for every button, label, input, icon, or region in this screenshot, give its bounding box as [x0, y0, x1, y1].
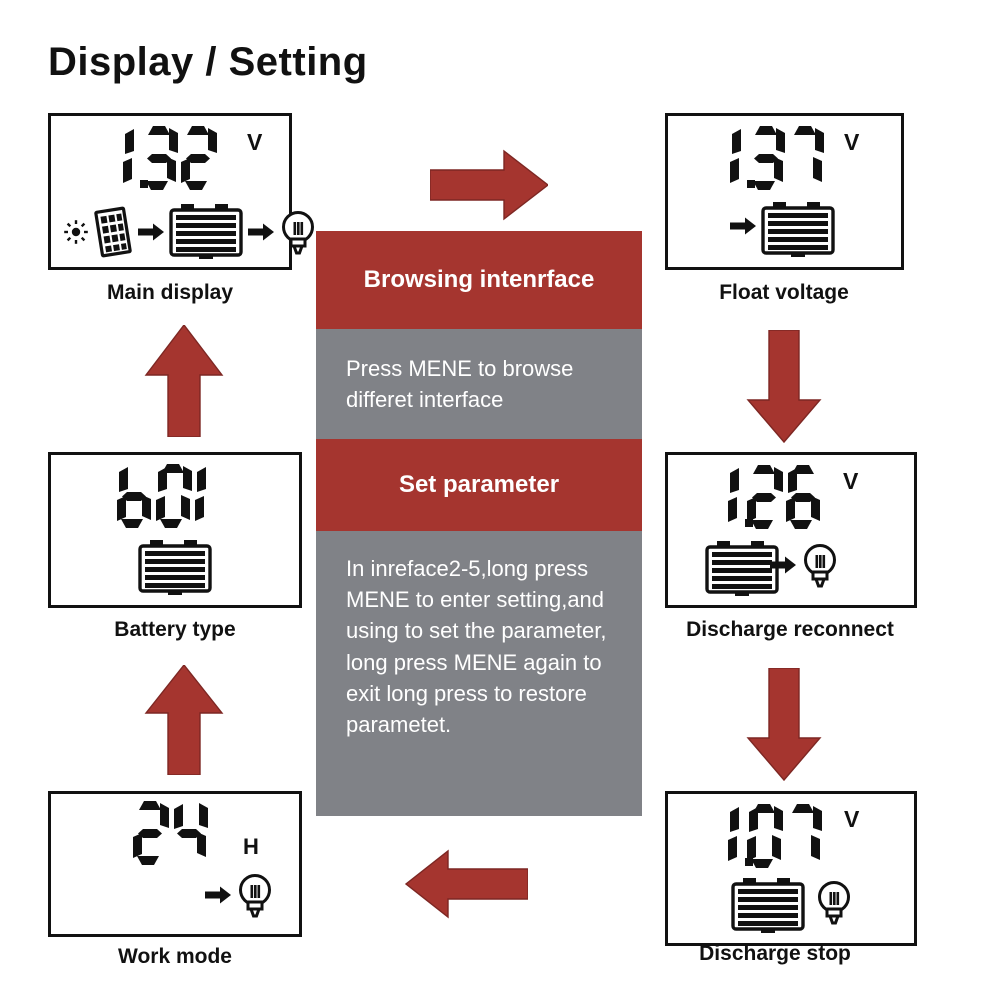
caption-work-mode: Work mode — [118, 945, 232, 968]
caption-battery-type: Battery type — [114, 618, 236, 641]
unit-label: H — [243, 834, 259, 859]
seg-digit-7 — [786, 804, 820, 868]
unit-label: V — [844, 806, 860, 832]
icon-flow-row — [730, 878, 854, 933]
arrow-workmode-to-battery — [142, 663, 226, 776]
bulb-icon — [800, 542, 840, 588]
seg-digit-0 — [156, 464, 190, 528]
battery-icon — [168, 204, 244, 260]
battery-icon — [760, 202, 835, 257]
icon-flow-row — [137, 540, 212, 595]
arrow-float-to-reconnect — [744, 329, 824, 444]
battery-icon — [704, 541, 779, 596]
arrow-stop-to-workmode — [404, 849, 529, 919]
seg-digit-3 — [747, 126, 783, 190]
seg-digit-0 — [745, 804, 781, 868]
set-parameter-body: In inreface2-5,long press MENE to enter … — [316, 531, 642, 816]
caption-discharge-stop: Discharge stop — [699, 942, 851, 965]
icon-flow-row — [726, 202, 835, 257]
page-title: Display / Setting — [48, 40, 368, 84]
caption-discharge-reconnect: Discharge reconnect — [686, 618, 894, 641]
lcd-panel-float-voltage[interactable]: V — [665, 113, 904, 270]
browsing-interface-body: Press MENE to browse differet interface — [316, 329, 642, 439]
seg-digit-4 — [172, 801, 206, 865]
lcd-panel-work-mode[interactable]: H — [48, 791, 302, 937]
lcd-value-work-mode — [133, 801, 211, 865]
arrow-battery-to-main — [142, 323, 226, 438]
icon-flow-row — [201, 872, 275, 918]
sun-icon — [63, 219, 89, 245]
seg-digit-2 — [133, 801, 167, 865]
caption-float-voltage: Float voltage — [719, 281, 849, 304]
seg-digit-7 — [788, 126, 822, 190]
lcd-value-discharge-reconnect — [728, 465, 825, 529]
instruction-stack: Browsing intenrface Press MENE to browse… — [316, 231, 642, 816]
set-parameter-header: Set parameter — [316, 439, 642, 531]
seg-digit-1 — [728, 804, 742, 868]
lcd-value-float-voltage — [730, 126, 827, 190]
flow-arrow-icon-battery-to-load — [248, 223, 274, 241]
bulb-icon — [278, 209, 318, 255]
unit-label: V — [844, 129, 860, 155]
lcd-panel-discharge-stop[interactable]: V — [665, 791, 917, 946]
flow-arrow-icon-to-load — [205, 886, 231, 904]
lcd-panel-discharge-reconnect[interactable]: V — [665, 452, 917, 608]
bulb-icon — [814, 879, 854, 925]
seg-digit-3 — [140, 126, 176, 190]
arrow-reconnect-to-stop — [744, 667, 824, 782]
bulb-icon — [235, 872, 275, 918]
seg-digit-2 — [745, 465, 781, 529]
flow-arrow-icon-to-battery — [730, 217, 756, 235]
seg-digit-6 — [786, 465, 820, 529]
lcd-value-discharge-stop — [728, 804, 825, 868]
unit-label: V — [843, 468, 859, 494]
lcd-panel-battery-type[interactable] — [48, 452, 302, 608]
arrow-main-to-float — [429, 148, 550, 222]
seg-digit-1 — [195, 464, 209, 528]
solar-panel-icon — [92, 206, 134, 258]
seg-digit-1 — [730, 126, 744, 190]
icon-flow-row — [704, 541, 840, 596]
caption-main-display: Main display — [106, 281, 234, 304]
seg-digit-1 — [123, 126, 137, 190]
battery-icon — [730, 878, 805, 933]
lcd-value-main-display — [123, 126, 220, 190]
browsing-interface-header: Browsing intenrface — [316, 231, 642, 329]
flow-arrow-icon-solar-to-battery — [138, 223, 164, 241]
unit-label: V — [247, 129, 263, 155]
lcd-value-battery-type — [117, 464, 214, 528]
battery-icon — [137, 540, 212, 595]
flow-arrow-icon-to-load — [770, 556, 796, 574]
lcd-panel-main-display[interactable]: V — [48, 113, 314, 270]
seg-digit-2 — [181, 126, 215, 190]
seg-digit-1 — [728, 465, 742, 529]
icon-flow-row — [63, 204, 318, 260]
seg-digit-b — [117, 464, 151, 528]
